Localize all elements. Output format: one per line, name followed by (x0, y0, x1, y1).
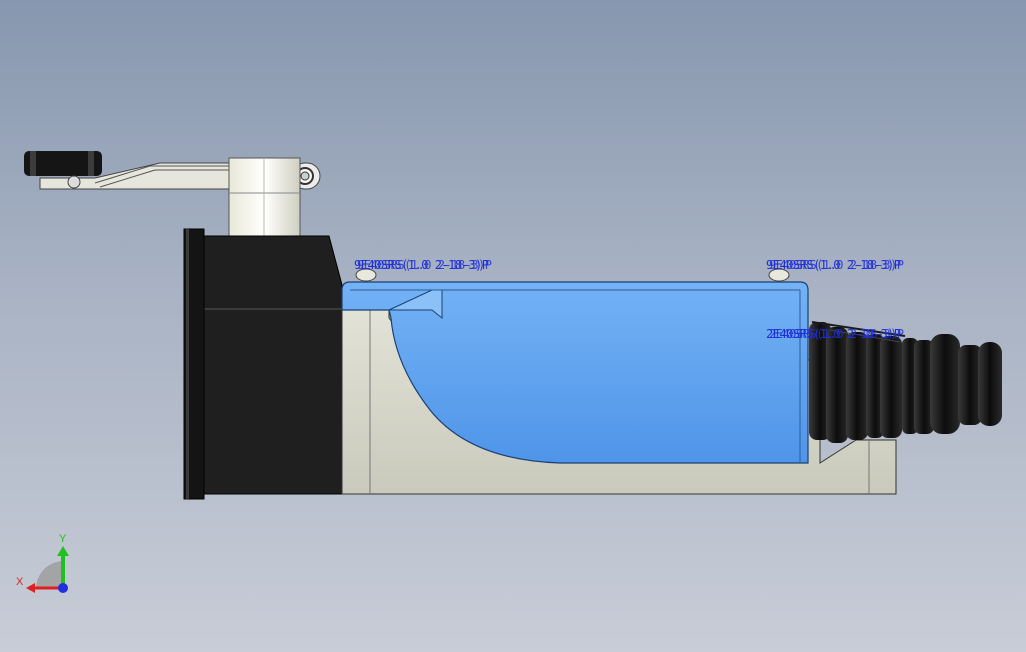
annotation-cable-gland-overlay: 2E40SRS(1.0 2-18-3)P (769, 327, 904, 341)
annotation-cable-gland[interactable]: 2E40SRS(1.0 2-18-3)P (766, 327, 901, 341)
annotation-right-screw-overlay: 9E40SRS(1.0 2-18-3)P (769, 258, 904, 272)
annotation-right-screw[interactable]: 9E40SRS(1.0 2-18-3)P (766, 258, 901, 272)
cable-gland[interactable] (809, 321, 1002, 443)
screw-left[interactable] (355, 268, 377, 282)
blue-cover[interactable] (341, 281, 809, 464)
coordinate-triad (26, 546, 69, 593)
screw-right[interactable] (768, 268, 790, 282)
annotation-left-screw-overlay: 9E40SRS(1.0 2-18-3)P (357, 258, 492, 272)
x-axis-arrow (26, 583, 35, 593)
z-axis-dot (58, 583, 68, 593)
y-axis-label: Y (59, 533, 67, 545)
roller-wheel[interactable] (24, 151, 102, 176)
actuator-shaft[interactable] (228, 157, 301, 237)
y-axis-arrow (57, 546, 69, 556)
x-axis-label: X (16, 576, 24, 588)
head-housing[interactable] (183, 228, 343, 500)
annotation-left-screw[interactable]: 9E40SRS(1.0 2-18-3)P (354, 258, 489, 272)
